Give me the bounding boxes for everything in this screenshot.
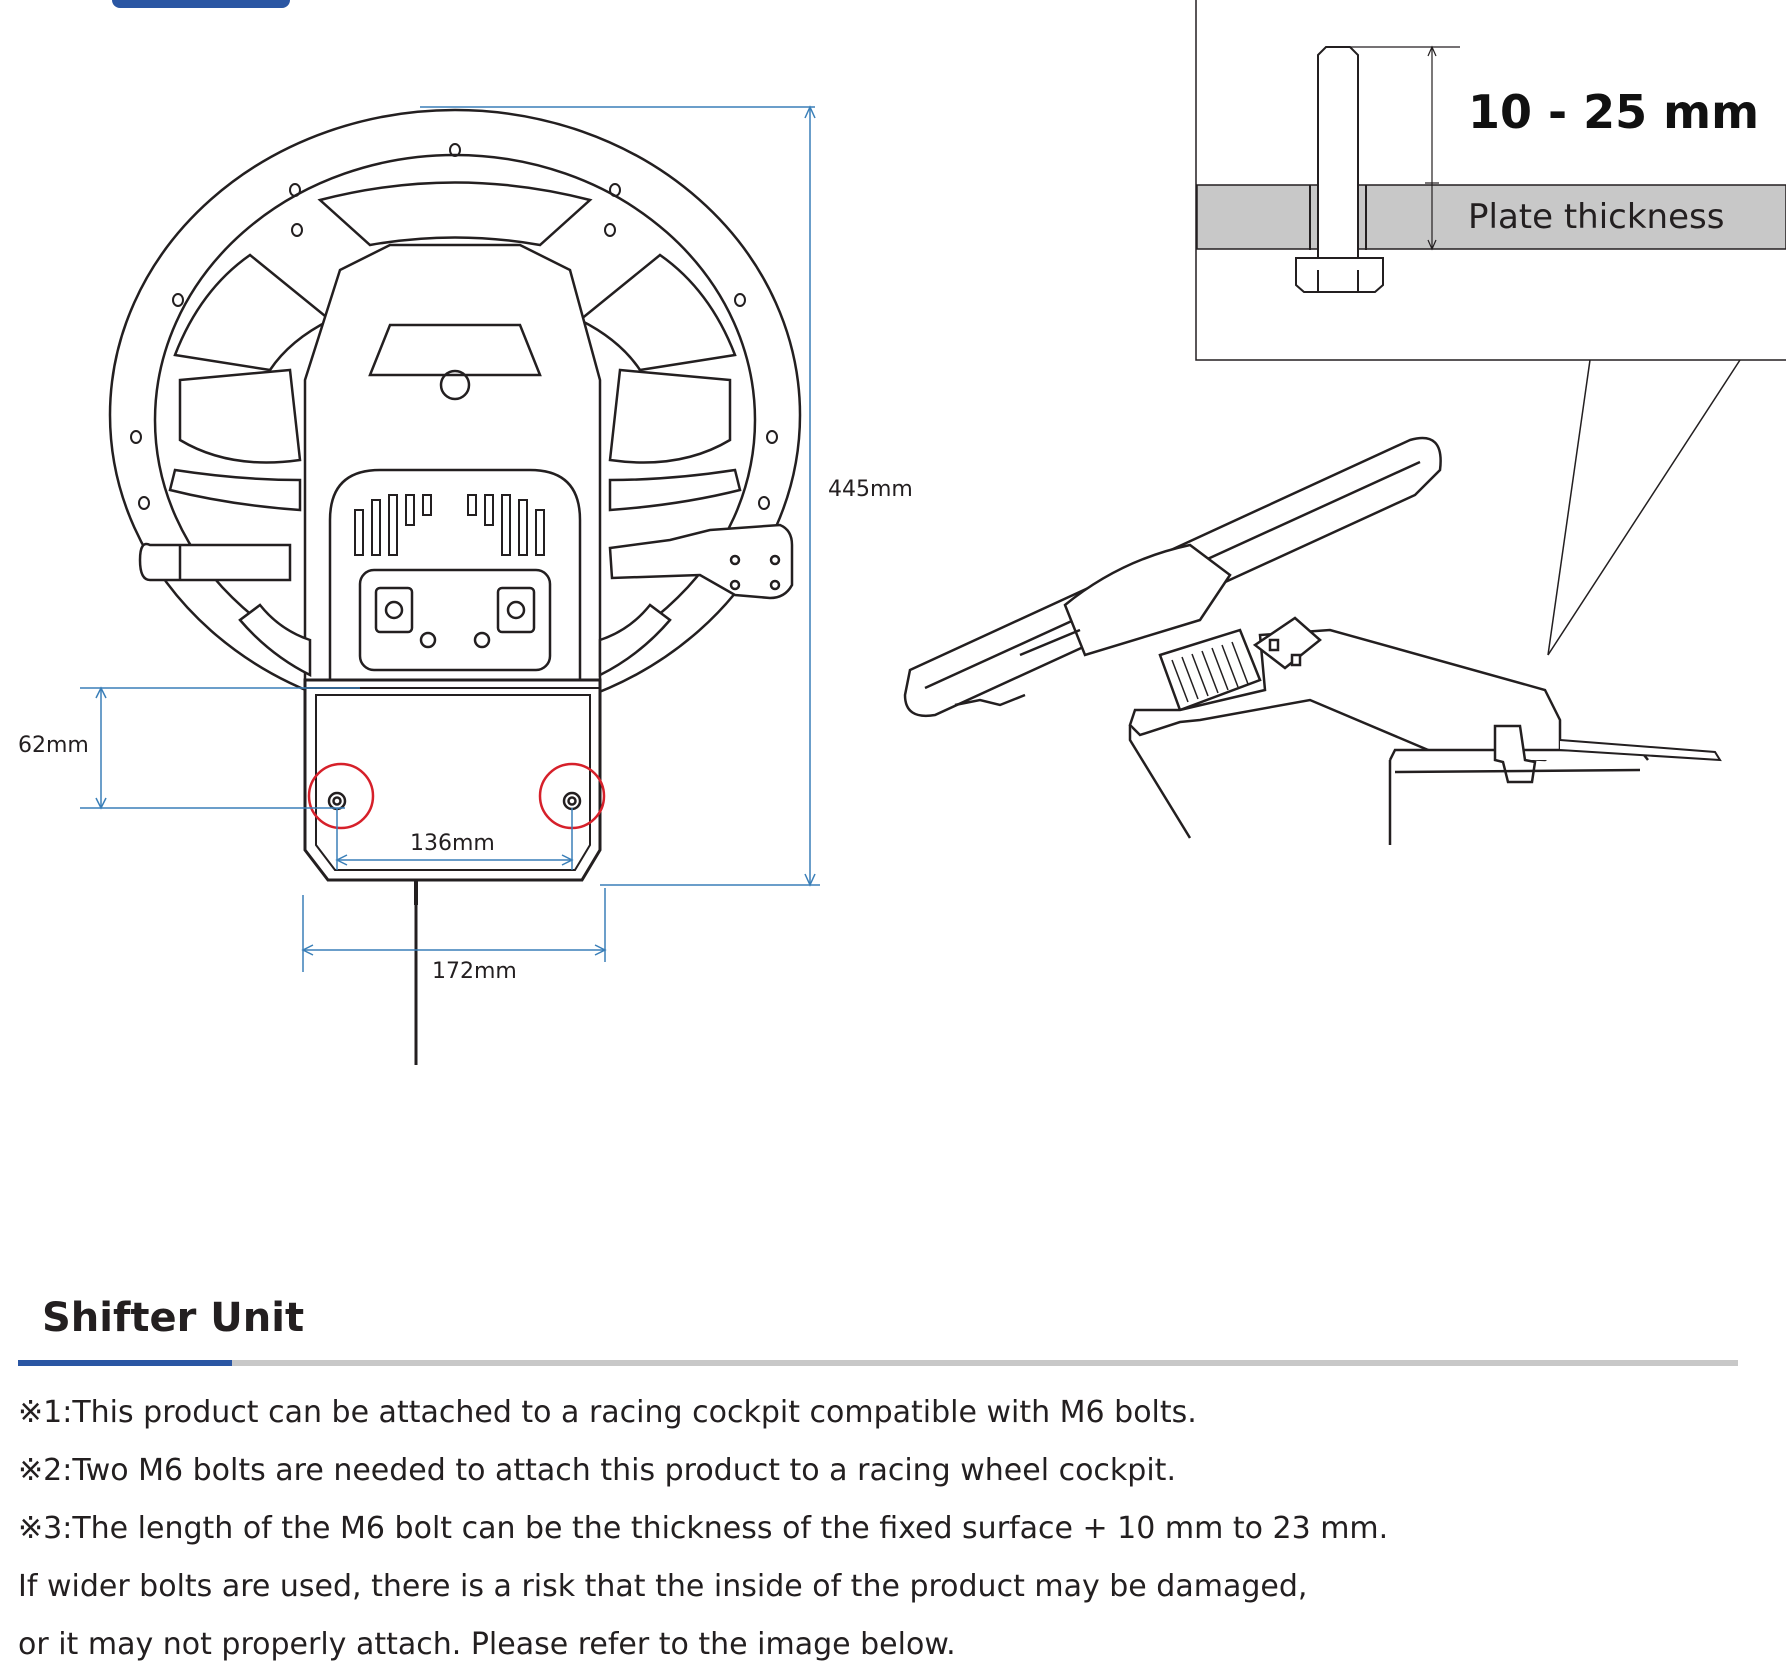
collar-ridges [1171, 641, 1249, 703]
section-title-accent [18, 1360, 232, 1366]
bolt-illustration [1295, 46, 1384, 293]
callout-pointer [1547, 359, 1741, 656]
vent-slots [354, 494, 545, 556]
note-2: ※2:Two M6 bolts are needed to attach thi… [18, 1453, 1176, 1488]
section-title-rule [18, 1360, 1738, 1366]
dimension-lines [80, 105, 820, 972]
top-tab-marker [112, 0, 290, 8]
wheel-front-view [108, 108, 802, 1065]
section-title: Shifter Unit [42, 1295, 305, 1341]
note-3: ※3:The length of the M6 bolt can be the … [18, 1511, 1389, 1546]
mounting-diagram: 445mm 62mm 136mm 172mm [18, 0, 1786, 1065]
wheel-side-view [903, 436, 1722, 845]
note-5: or it may not properly attach. Please re… [18, 1627, 956, 1662]
note-4: If wider bolts are used, there is a risk… [18, 1569, 1308, 1604]
dimension-height-label: 445mm [828, 477, 913, 502]
note-1: ※1:This product can be attached to a rac… [18, 1395, 1197, 1430]
plate-thickness-label: Plate thickness [1468, 197, 1724, 237]
bolt-length-range: 10 - 25 mm [1468, 85, 1759, 139]
mounting-hole-highlight-left [307, 762, 375, 830]
dimension-hole-spacing-label: 136mm [410, 831, 495, 856]
dimension-base-width-label: 172mm [432, 959, 517, 984]
notes-list: ※1:This product can be attached to a rac… [18, 1384, 1738, 1674]
mounting-plate [1196, 184, 1786, 250]
bolt-callout-box: 10 - 25 mm Plate thickness [1195, 0, 1786, 361]
shifter-unit-section: Shifter Unit ※1:This product can be atta… [18, 1290, 1738, 1674]
dimension-offset-label: 62mm [18, 733, 89, 758]
